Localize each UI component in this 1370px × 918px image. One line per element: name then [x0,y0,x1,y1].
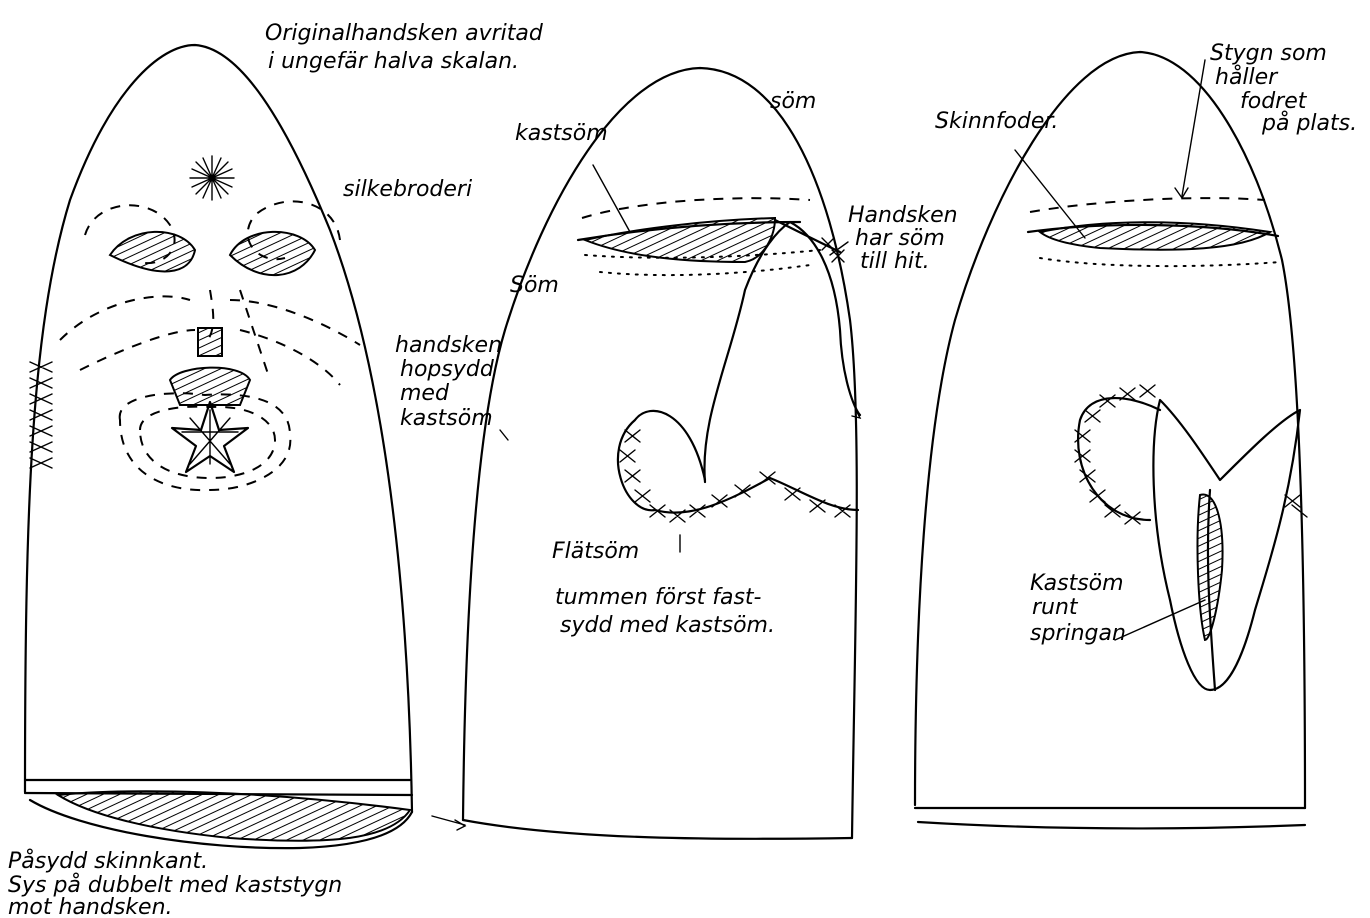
label-silkebroderi: silkebroderi [343,177,472,202]
label-stygn-2: håller [1215,64,1279,90]
label-kastsom-right-2: runt [1032,595,1079,620]
label-handsken-har-3: till hit. [860,249,930,274]
label-kastsom-middle: kastsöm [515,121,608,146]
label-handsken-sewn-3: med [400,381,450,406]
label-skinnfoder: Skinnfoder. [935,109,1058,134]
middle-mitten [432,68,860,839]
label-handsken-sewn-1: handsken [395,333,502,358]
label-som-top: söm [770,89,816,114]
right-mitten [915,52,1307,828]
label-handsken-har-1: Handsken [848,203,958,228]
label-tummen-2: sydd med kastsöm. [560,613,775,638]
label-handsken-sewn-4: kastsöm [400,406,493,431]
label-som-left: Söm [510,273,559,298]
label-handsken-sewn-2: hopsydd [400,357,495,382]
label-pasydd-3: mot handsken. [8,895,173,918]
label-tummen-1: tummen först fast- [555,585,762,610]
cross-stitch-left [30,362,52,468]
label-original-title-2: i ungefär halva skalan. [268,49,519,74]
fur-band-middle [585,218,775,262]
label-stygn-1: Stygn som [1210,41,1327,66]
fur-lining [1040,222,1270,249]
fur-edge [58,791,410,840]
label-flatsom: Flätsöm [552,539,639,564]
labels: Originalhandsken avritad i ungefär halva… [8,21,1357,918]
cross-stitch-right [1075,385,1307,524]
label-original-title-1: Originalhandsken avritad [265,21,544,46]
star-flower-large [172,402,248,472]
cross-stitch-side [822,238,844,262]
cross-stitch-thumb [620,430,850,522]
label-kastsom-right-1: Kastsöm [1030,571,1124,596]
silk-embroidery [60,156,360,490]
left-mitten [25,45,412,848]
label-pasydd-1: Påsydd skinnkant. [8,848,208,874]
label-kastsom-right-3: springan [1030,621,1126,646]
slit [1153,400,1300,690]
label-stygn-4: på plats. [1261,110,1357,136]
star-flower-small [190,156,234,200]
label-handsken-har-2: har söm [855,226,945,251]
